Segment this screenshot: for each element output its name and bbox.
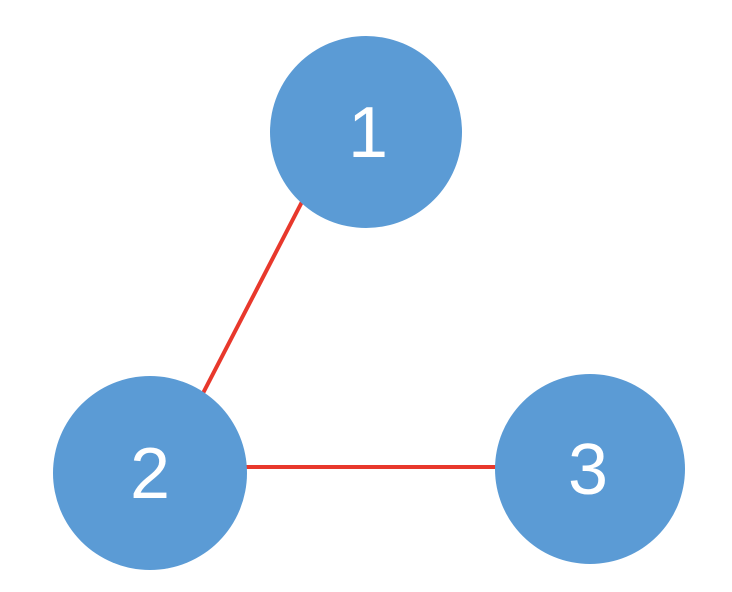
node-1-circle[interactable] (270, 36, 462, 228)
node-1[interactable]: 1 (270, 36, 462, 228)
node-1-label: 1 (348, 93, 388, 173)
node-2[interactable]: 2 (53, 376, 247, 570)
node-3-circle[interactable] (495, 374, 685, 564)
node-2-label: 2 (130, 434, 170, 514)
edge-node1-node2[interactable] (198, 195, 307, 400)
node-2-circle[interactable] (53, 376, 247, 570)
node-3[interactable]: 3 (495, 374, 685, 564)
node-3-label: 3 (568, 430, 608, 510)
